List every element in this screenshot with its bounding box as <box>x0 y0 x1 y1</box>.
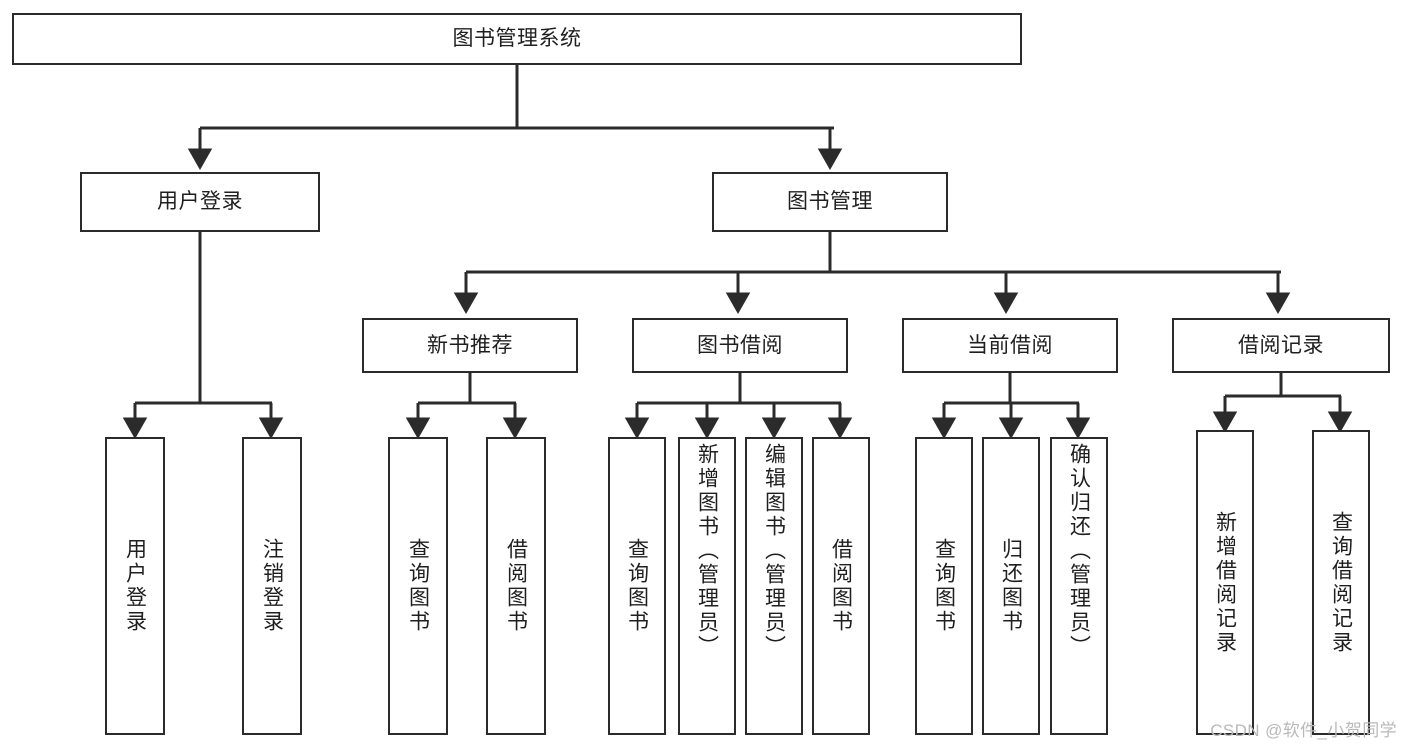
node-leaf-user-logout[interactable]: 注销登录 <box>242 437 302 735</box>
node-leaf-add-borrow-record[interactable]: 新增借阅记录 <box>1196 430 1254 735</box>
node-leaf-query-book-1-label: 查询图书 <box>406 538 430 634</box>
node-leaf-borrow-book-1[interactable]: 借阅图书 <box>486 437 546 735</box>
node-root-label: 图书管理系统 <box>452 27 582 51</box>
new-book-recommend-to-leaves-connectors <box>405 373 528 439</box>
node-leaf-edit-book-admin-label: 编辑图书（管理员） <box>762 443 786 659</box>
node-current-borrow-label: 当前借阅 <box>967 333 1053 357</box>
root-to-level2-connectors <box>187 65 843 170</box>
book-borrow-to-leaves-connectors <box>624 373 853 439</box>
node-leaf-query-book-2[interactable]: 查询图书 <box>608 437 666 735</box>
node-leaf-add-borrow-record-label: 新增借阅记录 <box>1213 510 1237 655</box>
node-leaf-borrow-book-2-label: 借阅图书 <box>829 538 853 634</box>
node-leaf-query-borrow-record[interactable]: 查询借阅记录 <box>1312 430 1370 735</box>
node-leaf-borrow-book-2[interactable]: 借阅图书 <box>812 437 870 735</box>
node-leaf-query-borrow-record-label: 查询借阅记录 <box>1329 510 1353 655</box>
node-leaf-edit-book-admin[interactable]: 编辑图书（管理员） <box>745 437 803 735</box>
node-leaf-add-book-admin-label: 新增图书（管理员） <box>695 443 719 659</box>
csdn-watermark: CSDN @软件_小贺同学 <box>1210 721 1397 740</box>
node-borrow-record[interactable]: 借阅记录 <box>1172 318 1390 373</box>
node-leaf-user-login-label: 用户登录 <box>123 538 147 634</box>
node-book-manage[interactable]: 图书管理 <box>712 172 948 232</box>
node-leaf-confirm-return-admin-label: 确认归还（管理员） <box>1067 443 1091 659</box>
node-root[interactable]: 图书管理系统 <box>12 13 1022 65</box>
node-leaf-confirm-return-admin[interactable]: 确认归还（管理员） <box>1050 437 1108 735</box>
node-book-manage-label: 图书管理 <box>787 190 873 214</box>
node-leaf-query-book-3-label: 查询图书 <box>932 538 956 634</box>
node-leaf-query-book-2-label: 查询图书 <box>625 538 649 634</box>
node-leaf-user-login[interactable]: 用户登录 <box>105 437 165 735</box>
node-new-book-recommend-label: 新书推荐 <box>427 333 513 357</box>
node-current-borrow[interactable]: 当前借阅 <box>902 318 1118 373</box>
user-login-to-leaves-connectors <box>122 232 284 439</box>
node-leaf-return-book[interactable]: 归还图书 <box>982 437 1040 735</box>
node-leaf-query-book-1[interactable]: 查询图书 <box>388 437 448 735</box>
borrow-record-to-leaves-connectors <box>1212 373 1353 433</box>
current-borrow-to-leaves-connectors <box>931 373 1091 439</box>
node-book-borrow[interactable]: 图书借阅 <box>632 318 848 373</box>
node-new-book-recommend[interactable]: 新书推荐 <box>362 318 578 373</box>
node-borrow-record-label: 借阅记录 <box>1238 333 1324 357</box>
node-user-login-label: 用户登录 <box>157 190 243 214</box>
book-manage-to-level3-connectors <box>453 232 1291 314</box>
node-leaf-return-book-label: 归还图书 <box>999 538 1023 634</box>
node-leaf-borrow-book-1-label: 借阅图书 <box>504 538 528 634</box>
node-leaf-add-book-admin[interactable]: 新增图书（管理员） <box>678 437 736 735</box>
node-leaf-user-logout-label: 注销登录 <box>260 538 284 634</box>
node-book-borrow-label: 图书借阅 <box>697 333 783 357</box>
node-user-login[interactable]: 用户登录 <box>80 172 320 232</box>
node-leaf-query-book-3[interactable]: 查询图书 <box>915 437 973 735</box>
